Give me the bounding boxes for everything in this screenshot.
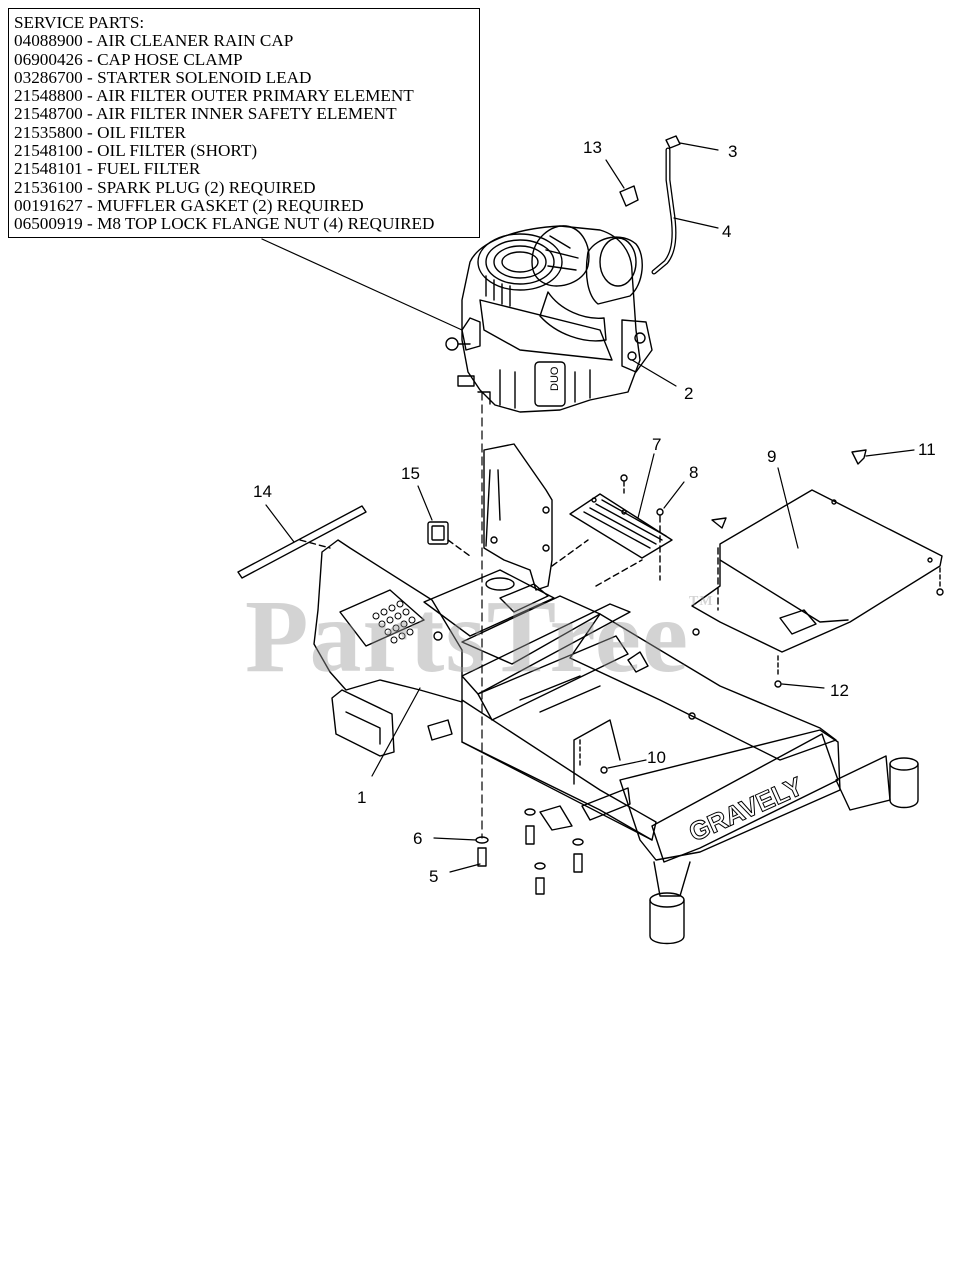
service-part-item: 06900426 - CAP HOSE CLAMP <box>14 49 243 69</box>
service-part-item: 21548700 - AIR FILTER INNER SAFETY ELEME… <box>14 104 397 124</box>
watermark-trademark: TM <box>689 594 714 609</box>
callout-1[interactable]: 1 <box>357 788 367 807</box>
service-part-item: 03286700 - STARTER SOLENOID LEAD <box>14 67 312 87</box>
watermark: PartsTreeTM <box>245 585 714 689</box>
svg-text:DUO: DUO <box>549 366 561 391</box>
hardware-5-6 <box>433 808 584 895</box>
callout-2[interactable]: 2 <box>684 384 694 403</box>
cover-7 <box>569 453 673 587</box>
callout-6[interactable]: 6 <box>413 829 423 848</box>
callout-14[interactable]: 14 <box>253 482 272 501</box>
cover-9 <box>691 467 944 677</box>
upright-shield <box>483 443 589 591</box>
callout-10[interactable]: 10 <box>647 748 666 767</box>
engine: DUO <box>445 225 677 413</box>
nut-8 <box>656 481 685 581</box>
callout-3[interactable]: 3 <box>728 142 738 161</box>
callout-4[interactable]: 4 <box>722 222 732 241</box>
fuel-hose <box>651 135 719 275</box>
frame-1 <box>313 539 919 945</box>
service-part-item: 21548800 - AIR FILTER OUTER PRIMARY ELEM… <box>14 86 414 106</box>
service-parts-heading: SERVICE PARTS: <box>14 13 145 32</box>
service-part-item: 00191627 - MUFFLER GASKET (2) REQUIRED <box>14 195 364 215</box>
filter-15 <box>417 485 471 557</box>
callout-15[interactable]: 15 <box>401 464 420 483</box>
nut-12 <box>774 680 825 689</box>
service-part-item: 21548100 - OIL FILTER (SHORT) <box>14 141 258 161</box>
watermark-text: PartsTree <box>245 579 690 694</box>
callout-11[interactable]: 11 <box>918 440 936 459</box>
callout-9[interactable]: 9 <box>767 447 777 466</box>
callout-5[interactable]: 5 <box>429 867 439 886</box>
service-part-item: 06500919 - M8 TOP LOCK FLANGE NUT (4) RE… <box>14 214 435 234</box>
gravely-decal: GRAVELY <box>684 771 807 848</box>
service-part-item: 04088900 - AIR CLEANER RAIN CAP <box>14 31 294 51</box>
callout-13[interactable]: 13 <box>583 138 602 157</box>
service-part-item: 21535800 - OIL FILTER <box>14 122 187 142</box>
callout-8[interactable]: 8 <box>689 463 699 482</box>
callout-7[interactable]: 7 <box>652 435 662 454</box>
clip-13 <box>605 159 639 207</box>
callout-12[interactable]: 12 <box>830 681 849 700</box>
knob-11 <box>851 449 915 465</box>
bar-14 <box>237 504 367 579</box>
service-parts-box: SERVICE PARTS: 04088900 - AIR CLEANER RA… <box>8 8 480 238</box>
service-part-item: 21548101 - FUEL FILTER <box>14 159 201 179</box>
service-part-item: 21536100 - SPARK PLUG (2) REQUIRED <box>14 177 316 197</box>
